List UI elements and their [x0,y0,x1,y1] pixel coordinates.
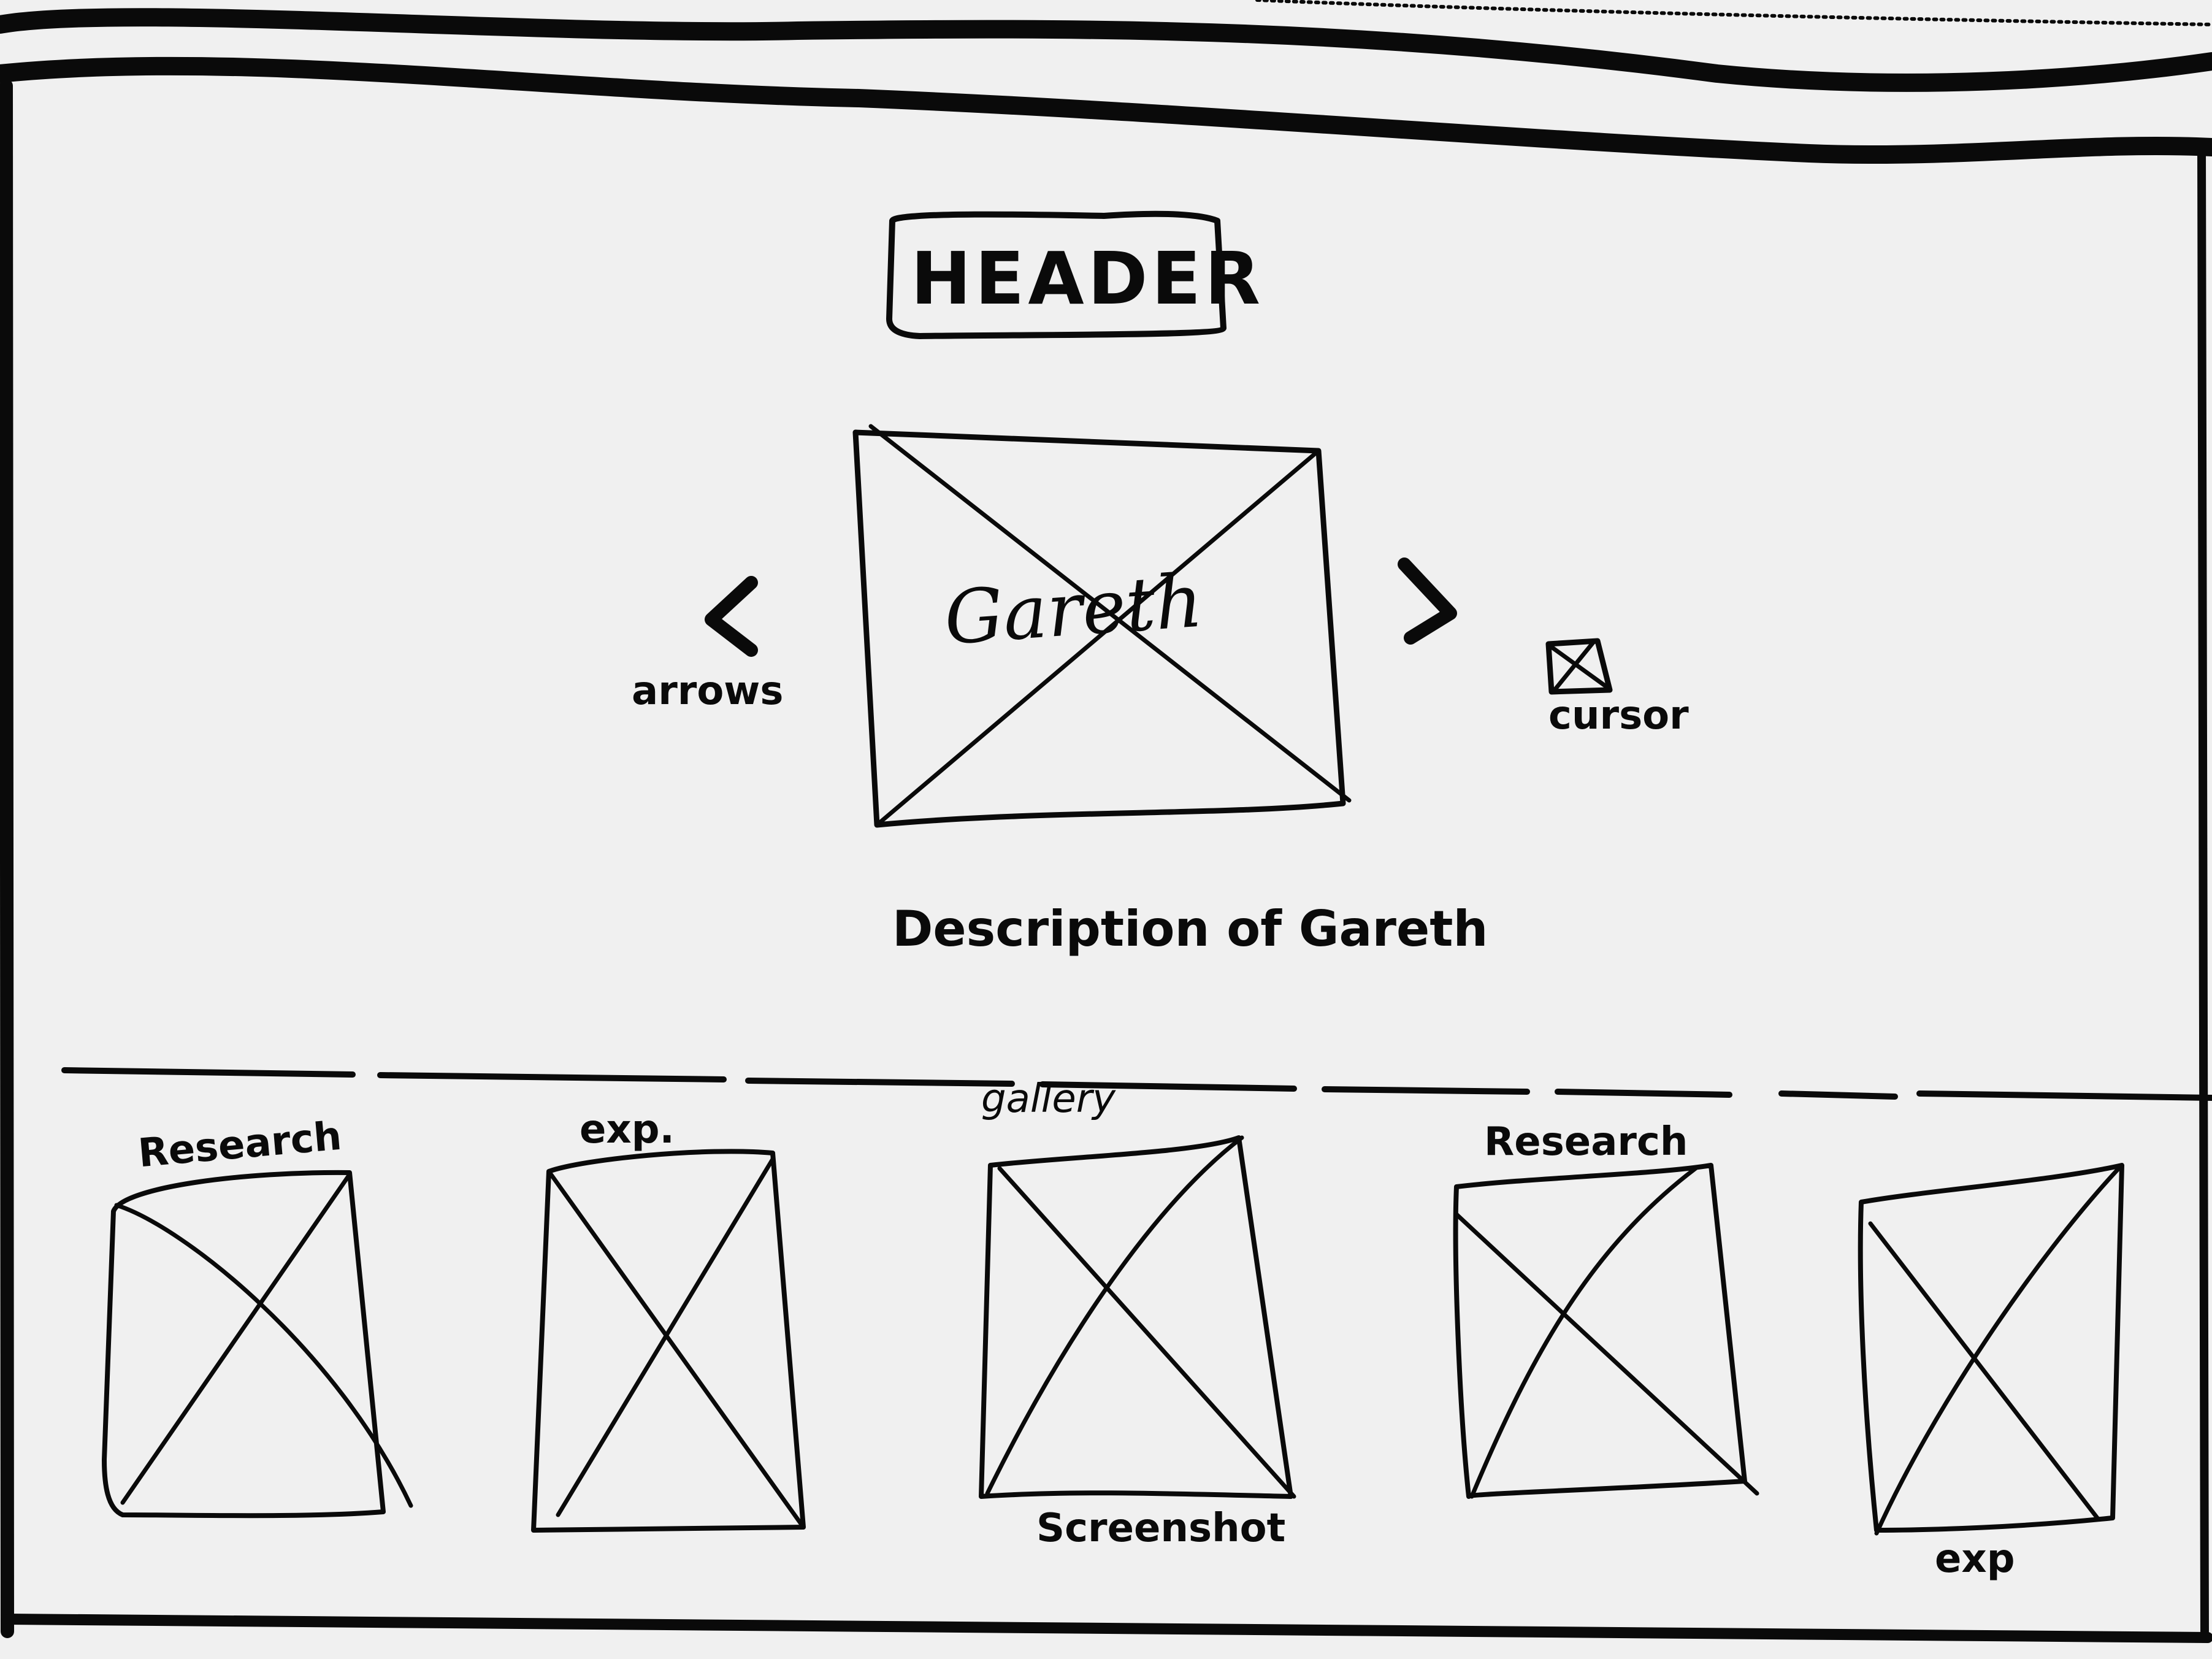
gallery-item-1[interactable] [104,1171,386,1515]
gallery-item-5-caption: exp [1935,1536,2015,1582]
gallery-item-3[interactable] [981,1138,1291,1496]
cursor-placeholder-icon [1545,638,1613,695]
gallery-thumb-1-strokes [102,1170,413,1519]
gallery-item-4[interactable] [1453,1165,1745,1496]
top-bar-line-1 [0,8,2212,92]
chevron-right-icon [1398,557,1457,645]
frame-left [0,79,14,1638]
gallery-thumb-3-strokes [979,1135,1296,1499]
page-header: HEADER [911,236,1265,321]
frame-bottom [4,1614,2212,1643]
carousel-prev-button[interactable] [693,570,767,662]
gallery-item-2-label: exp. [580,1107,675,1152]
gallery-item-5[interactable] [1861,1165,2122,1530]
hero-description: Description of Gareth [892,900,1488,957]
gallery-section-label: gallery [981,1076,1116,1122]
gallery-thumb-4-strokes [1453,1163,1759,1499]
cursor-annotation: cursor [1548,693,1689,738]
gallery-item-2[interactable] [534,1153,803,1530]
arrows-annotation: arrows [632,669,784,714]
hero-image-cross-2 [874,448,1321,827]
gallery-item-4-label: Research [1484,1119,1688,1165]
gallery-item-3-caption: Screenshot [1036,1506,1286,1551]
section-divider [61,1067,2212,1101]
hero-image-frame [852,429,1346,828]
hero-image-label: Gareth [941,558,1206,662]
carousel-next-button[interactable] [1392,552,1466,650]
top-bar-line-2 [0,56,2212,164]
hero-image-cross-1 [868,424,1352,803]
header-box [886,210,1227,339]
gallery-thumb-2-strokes [531,1149,806,1533]
top-bar-dotted [1255,0,2212,26]
gallery-thumb-5-strokes [1858,1163,2124,1536]
chevron-left-icon [705,576,758,657]
frame-right [2197,143,2209,1636]
